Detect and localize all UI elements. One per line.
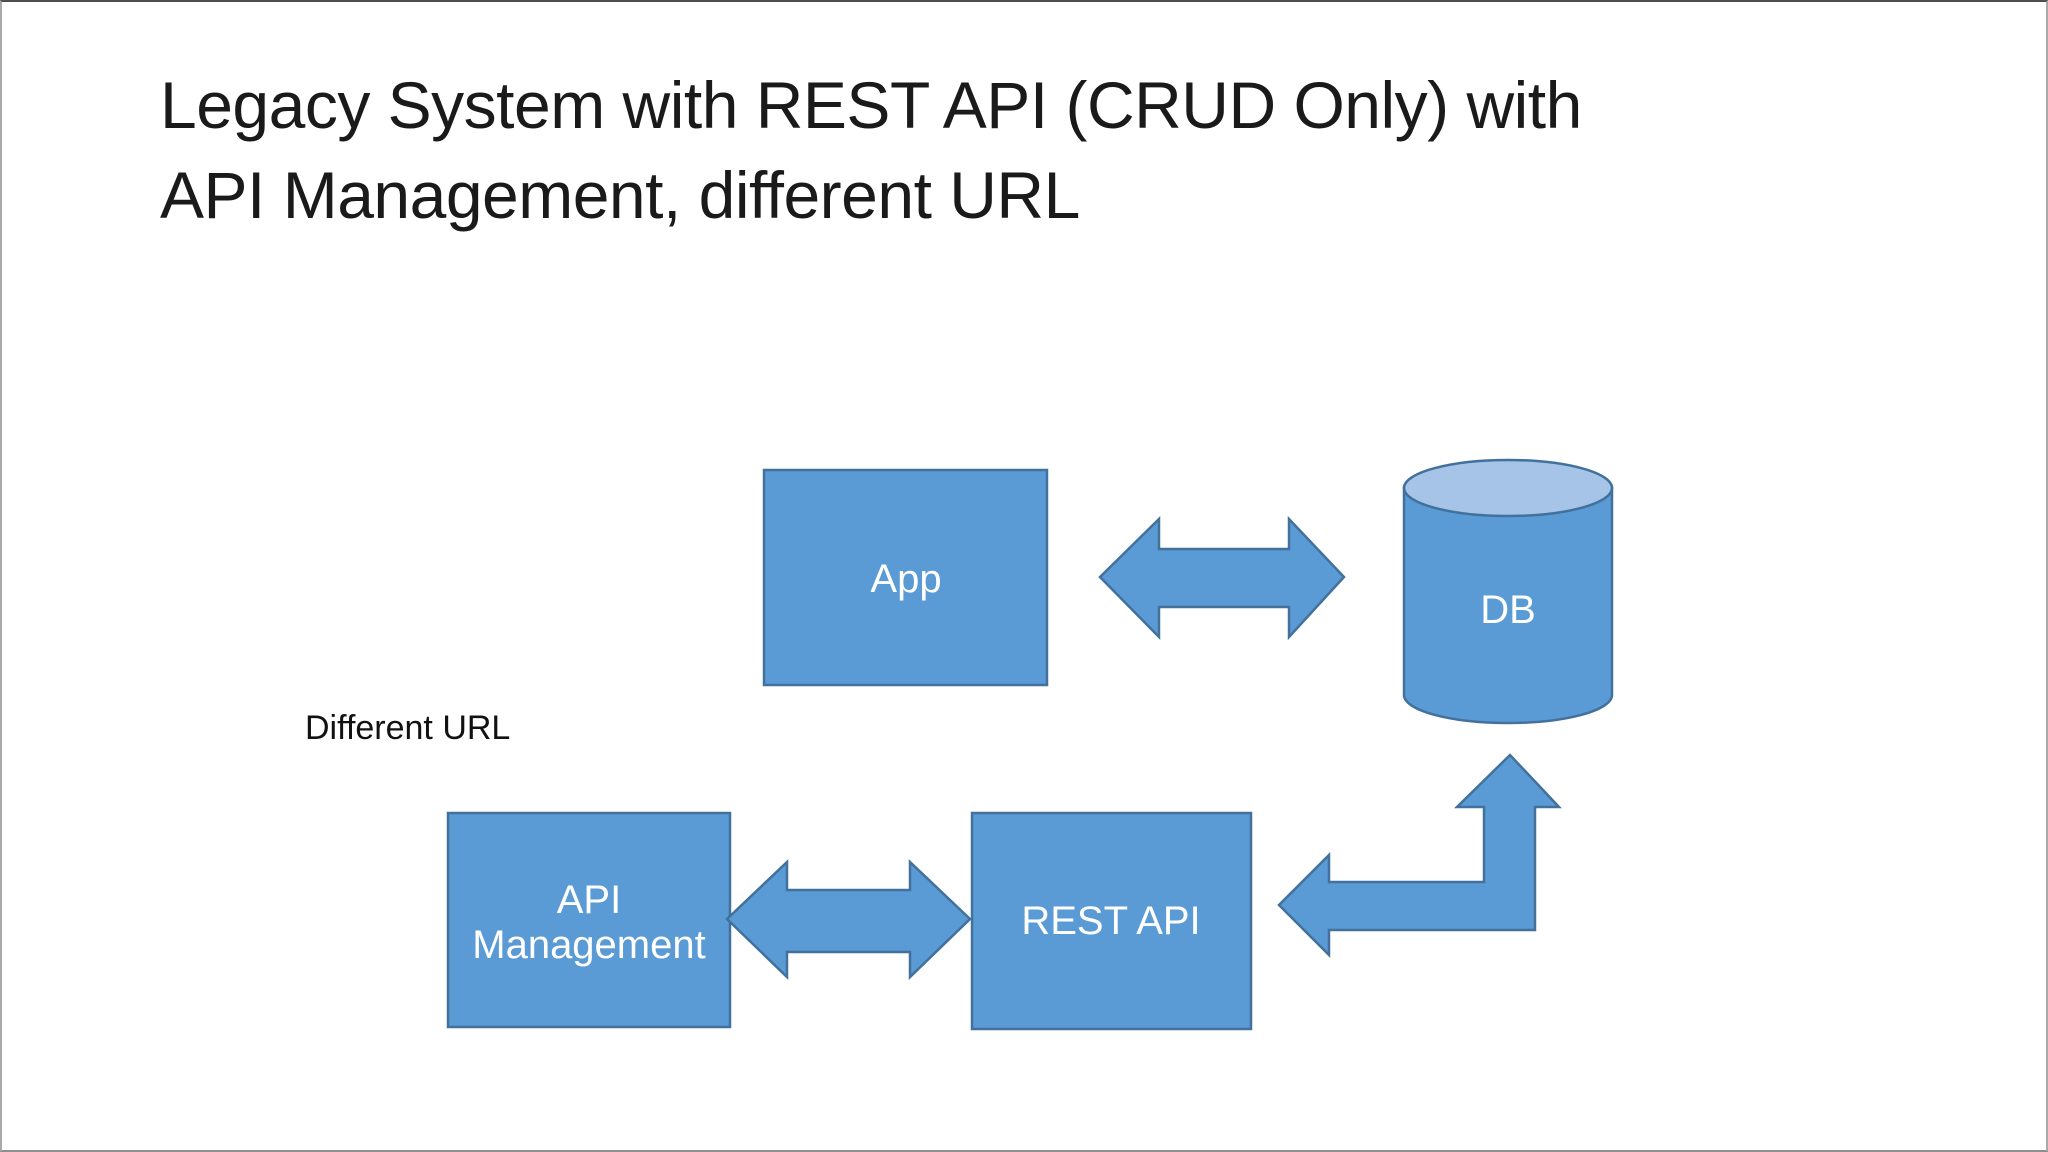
bent-double-arrow-rest-api-db bbox=[1277, 753, 1562, 959]
db-cylinder-body bbox=[1402, 486, 1614, 725]
slide-title-line-1: Legacy System with REST API (CRUD Only) … bbox=[160, 68, 1582, 142]
double-arrow-app-db bbox=[1098, 515, 1346, 641]
api-management-label-line-1: API bbox=[557, 878, 621, 922]
app-node-label: App bbox=[870, 557, 941, 601]
rest-api-node bbox=[970, 811, 1253, 1031]
double-arrow-api-management-rest-api bbox=[725, 859, 972, 980]
app-node bbox=[762, 468, 1049, 687]
different-url-label: Different URL bbox=[305, 709, 511, 747]
api-management-node bbox=[446, 811, 732, 1029]
rest-api-node-label: REST API bbox=[1021, 899, 1200, 943]
db-cylinder-top bbox=[1402, 458, 1614, 518]
api-management-label-line-2: Management bbox=[472, 923, 705, 967]
slide-title: Legacy System with REST API (CRUD Only) … bbox=[160, 60, 1880, 240]
slide-title-line-2: API Management, different URL bbox=[160, 158, 1080, 232]
db-node-label: DB bbox=[1480, 588, 1536, 632]
